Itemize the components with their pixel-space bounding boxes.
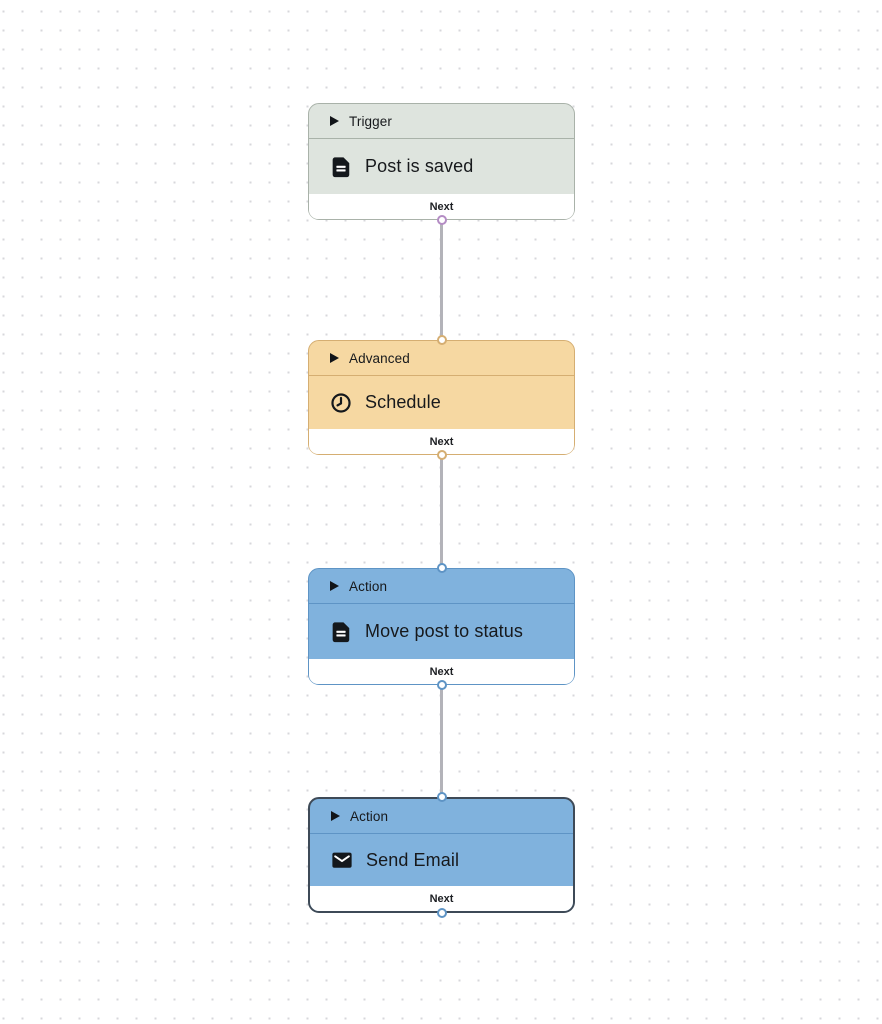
mail-icon	[331, 849, 353, 871]
expand-arrow-icon	[330, 116, 339, 126]
node-category-header[interactable]: Action	[310, 799, 573, 834]
node-trigger-output-handle[interactable]	[436, 215, 447, 225]
document-icon	[330, 156, 352, 178]
node-advanced-schedule[interactable]: Advanced Schedule Next	[308, 340, 575, 455]
node-category-header[interactable]: Action	[309, 569, 574, 604]
node-next-port-label: Next	[310, 886, 573, 911]
node-trigger-post-is-saved[interactable]: Trigger Post is saved Next	[308, 103, 575, 220]
edge-schedule-to-move-post[interactable]	[440, 455, 443, 568]
node-category-label: Trigger	[349, 113, 392, 129]
node-move-post-output-handle[interactable]	[436, 680, 447, 690]
clock-icon	[330, 392, 352, 414]
document-icon	[330, 621, 352, 643]
expand-arrow-icon	[330, 353, 339, 363]
node-title: Schedule	[365, 392, 441, 412]
node-title: Move post to status	[365, 621, 523, 641]
expand-arrow-icon	[330, 581, 339, 591]
expand-arrow-icon	[331, 811, 340, 821]
node-title: Send Email	[366, 849, 460, 870]
node-category-header[interactable]: Advanced	[309, 341, 574, 376]
node-body[interactable]: Post is saved	[309, 139, 574, 194]
node-body[interactable]: Schedule	[309, 376, 574, 429]
node-schedule-input-handle[interactable]	[436, 335, 447, 345]
node-body[interactable]: Move post to status	[309, 604, 574, 659]
edge-move-post-to-send-email[interactable]	[440, 685, 443, 797]
node-next-port-label: Next	[309, 429, 574, 454]
node-next-port-label: Next	[309, 659, 574, 684]
node-category-label: Action	[350, 808, 389, 824]
node-next-port-label: Next	[309, 194, 574, 219]
node-category-header[interactable]: Trigger	[309, 104, 574, 139]
node-action-move-post-to-status[interactable]: Action Move post to status Next	[308, 568, 575, 685]
node-body[interactable]: Send Email	[310, 834, 573, 886]
node-send-email-output-handle[interactable]	[436, 908, 447, 918]
node-move-post-input-handle[interactable]	[436, 563, 447, 573]
node-category-label: Action	[349, 578, 388, 594]
node-title: Post is saved	[365, 156, 474, 176]
node-schedule-output-handle[interactable]	[436, 450, 447, 460]
edge-trigger-to-schedule[interactable]	[440, 220, 443, 340]
node-category-label: Advanced	[349, 350, 410, 366]
node-action-send-email[interactable]: Action Send Email Next	[308, 797, 575, 913]
node-send-email-input-handle[interactable]	[436, 792, 447, 802]
